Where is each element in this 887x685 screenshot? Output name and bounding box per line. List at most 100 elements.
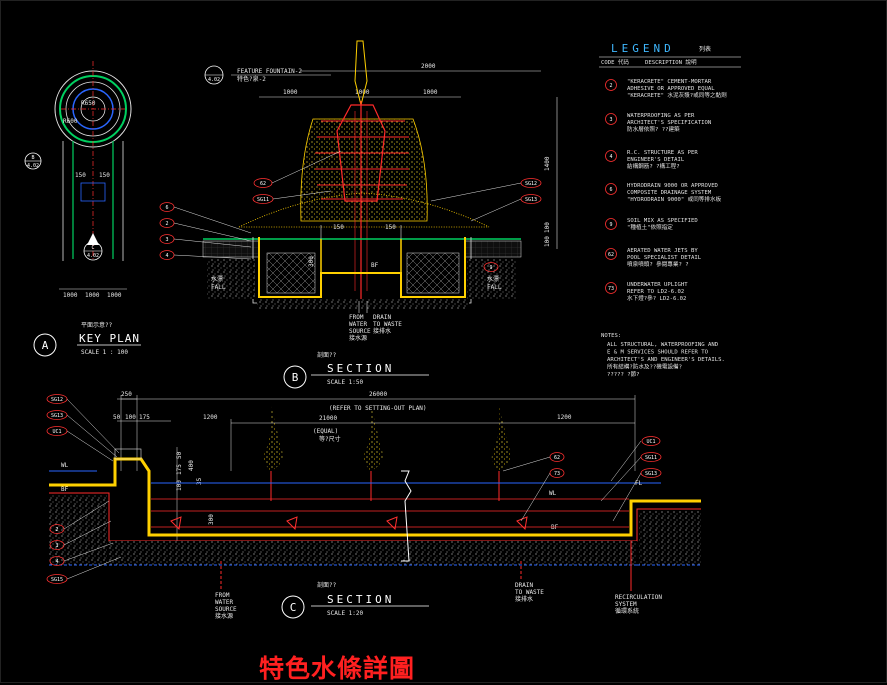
legend-description-line: ENGINEER'S DETAIL (627, 157, 685, 163)
note-line: 所有結構?防水及??機電設備? (607, 363, 682, 371)
legend-code: 4 (609, 154, 612, 160)
legend-description-line: 噴泉噴頭? 參閱專業? ? (627, 260, 689, 268)
sc-vdim-2: 175 (176, 464, 183, 475)
sc-dim-note: (REFER TO SETTING-OUT PLAN) (329, 405, 427, 412)
feature-tag: 4.02 (208, 77, 220, 83)
sb-dim-side-a: 100 (544, 222, 551, 233)
sc-vdim-6: 300 (208, 514, 215, 525)
key-callout-c-ref: 4.02 (87, 253, 99, 259)
legend-heading-cn: 列表 (699, 45, 711, 53)
sb-dim-2: 1000 (355, 89, 370, 96)
sc-dim-100: 100 (125, 414, 136, 421)
sc-vdim-5: 35 (196, 477, 203, 485)
sc-tag-62: 62 (554, 455, 560, 461)
section-c-title-cn: 剖面?? (317, 581, 337, 589)
key-mid-dim-1: 150 (75, 172, 86, 179)
legend-heading: LEGEND (611, 42, 675, 55)
sb-dim-1: 1000 (283, 89, 298, 96)
legend-description-line: "KERACRETE" CEMENT-MORTAR (627, 79, 712, 85)
sc-from-1: FROM (215, 592, 230, 599)
legend-code: 2 (609, 83, 612, 89)
legend-description-line: ARCHITECT'S SPECIFICATION (627, 120, 711, 126)
sb-dim-side: 1400 (544, 156, 551, 171)
key-radius-1: R650 (81, 100, 96, 107)
sb-tag-9: 9 (489, 265, 492, 271)
legend-col-desc: DESCRIPTION 說明 (645, 58, 697, 66)
section-c-drawing: 26000 (REFER TO SETTING-OUT PLAN) 21000 … (46, 391, 701, 620)
sb-dim-3: 1000 (423, 89, 438, 96)
legend-description-line: SOIL MIX AS SPECIFIED (627, 218, 698, 224)
sb-tag-sg11: SG11 (257, 197, 269, 203)
sc-wl-left: WL (61, 462, 69, 469)
sc-dim-175: 175 (139, 414, 150, 421)
sc-tag-sg15: SG15 (51, 577, 63, 583)
sb-from-4: 接水源 (349, 334, 367, 342)
legend-code-bubble (605, 282, 617, 294)
legend-description-line: ADHESIVE OR APPROVED EQUAL (627, 86, 715, 92)
key-plan-letter: A (42, 339, 49, 352)
sb-tag-3: 3 (165, 237, 168, 243)
legend-code: 9 (609, 222, 612, 228)
section-b-scale: SCALE 1:50 (327, 379, 364, 386)
sc-tag-sg11-r: SG11 (645, 455, 657, 461)
sb-dim-top: 2000 (421, 63, 436, 70)
key-plan-title-text: KEY PLAN (79, 332, 140, 345)
note-line: ARCHITECT'S AND ENGINEER'S DETAILS. (607, 357, 725, 363)
sb-fall-right: FALL (487, 284, 502, 291)
sc-dim-50: 50 (113, 414, 121, 421)
legend-code-bubble (605, 248, 617, 260)
sc-jets (263, 405, 511, 501)
sb-from-2: WATER (349, 321, 367, 328)
sc-tag-2: 2 (55, 527, 58, 533)
key-radius-2: R600 (63, 118, 78, 125)
legend-description-line: WATERPROOFING AS PER (627, 113, 695, 119)
key-dim-2: 1000 (85, 292, 100, 299)
legend-code-bubble (605, 218, 617, 230)
sc-tag-uc1: UC1 (52, 429, 61, 435)
sc-tag-73: 73 (554, 471, 560, 477)
legend-description-line: AERATED WATER JETS BY (627, 248, 698, 254)
legend-code: 73 (608, 286, 614, 292)
legend-panel: LEGEND 列表 CODE 代码 DESCRIPTION 說明 2"KERAC… (599, 42, 741, 378)
legend-description-line: UNDERWATER UPLIGHT (627, 282, 688, 288)
key-dim-1: 1000 (63, 292, 78, 299)
sc-from-2: WATER (215, 599, 233, 606)
legend-description-line: 防水層依照? ??建築 (627, 125, 680, 133)
sb-drain-1: DRAIN (373, 314, 391, 321)
key-plan-title: A 平面示意?? KEY PLAN SCALE 1 : 100 (33, 321, 141, 357)
sc-tag-4: 4 (55, 559, 58, 565)
sb-drain-3: 接排水 (373, 327, 391, 335)
sb-from-3: SOURCE (349, 328, 371, 335)
sb-tag-62: 62 (260, 181, 266, 187)
sb-left-tags: 62 SG11 6 2 3 4 (159, 150, 342, 260)
sb-from-1: FROM (349, 314, 364, 321)
sb-tag-6: 6 (165, 205, 168, 211)
sc-from-3: SOURCE (215, 606, 237, 613)
sc-dim-mid: 21000 (319, 415, 337, 422)
sc-recirc-2: SYSTEM (615, 601, 637, 608)
legend-description-line: R.C. STRUCTURE AS PER (627, 150, 698, 156)
section-c-title: C 剖面?? SECTION SCALE 1:20 (281, 581, 429, 619)
sc-right-tags: UC1 SG11 SG13 62 73 (502, 436, 662, 522)
section-b-title: B 剖面?? SECTION SCALE 1:50 (283, 351, 429, 389)
key-callout-c: C (91, 245, 94, 251)
sc-drain-3: 接排水 (515, 595, 533, 603)
sc-dim-1200-left: 1200 (203, 414, 218, 421)
sb-tag-4: 4 (165, 253, 168, 259)
sb-fall-left: FALL (211, 284, 226, 291)
sc-left-tags: SG12 SG13 UC1 2 3 4 SG15 (46, 394, 122, 584)
sb-fall-right-cn: 水漂 (487, 275, 499, 283)
key-callout-b: B (31, 155, 34, 161)
legend-code-bubble (605, 150, 617, 162)
section-c-title-text: SECTION (327, 593, 394, 606)
legend-description-line: REFER TO LD2-6.02 (627, 289, 684, 295)
section-b-drawing: 4.02 FEATURE FOUNTAIN-2 特色?泉-2 2000 1000… (159, 40, 558, 342)
key-mid-dim-2: 150 (99, 172, 110, 179)
sb-tag-sg12: SG12 (525, 181, 537, 187)
sc-drain-2: TO WASTE (515, 589, 544, 596)
legend-code: 62 (608, 252, 614, 258)
sc-tag-3: 3 (55, 543, 58, 549)
feature-label-cn: 特色?泉-2 (237, 75, 266, 83)
